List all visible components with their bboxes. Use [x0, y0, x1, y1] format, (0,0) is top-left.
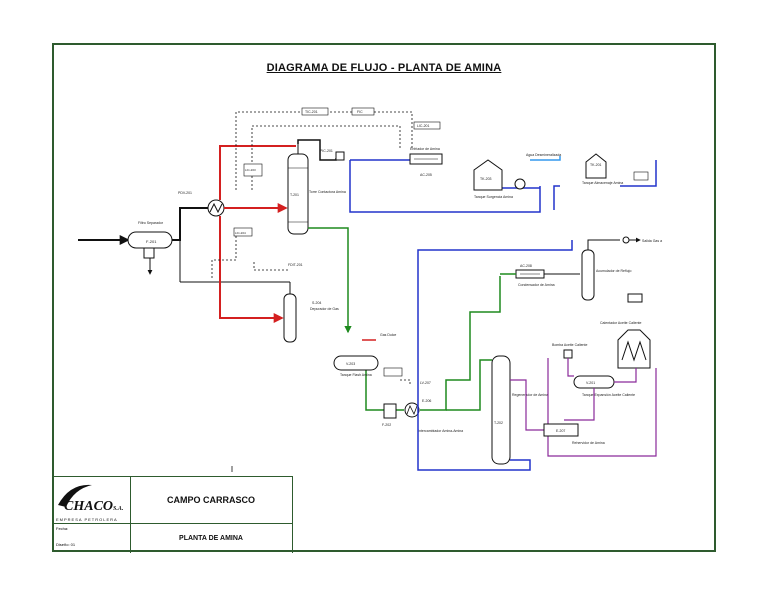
- company-tagline: EMPRESA PETROLERA: [56, 517, 118, 522]
- reboiler-label: E-207: [556, 429, 565, 433]
- gas-to-exchanger-line: PDV-201: [172, 191, 290, 283]
- flash-separator: S-204 Depurador de Gas: [283, 282, 339, 343]
- control-tags: TIC-201 FIC LIC-201 LIC-203 LIC-204 FDIT…: [233, 107, 441, 267]
- storage-desc: Tanque Surgencia Amina: [474, 195, 513, 199]
- regenerator-label: T-202: [494, 421, 503, 425]
- hot-oil-tank-desc: Tanque Expansión Aceite Caliente: [582, 393, 635, 397]
- gas-out-label: Salida Gas a: [642, 239, 662, 243]
- company-logo: CHACOS.A. EMPRESA PETROLERA: [52, 476, 131, 524]
- makeup-tank: TK-201 Tanque Almacenaje Amina: [582, 153, 649, 185]
- sweet-gas-out: Gas Dulce: [380, 333, 396, 337]
- hot-oil-tank-label: V-201: [586, 381, 595, 385]
- exchanger-desc: Intercambiador Amina-Amina: [418, 429, 463, 433]
- rich-amine-line: Gas Dulce: [308, 227, 501, 411]
- cooler-label: AC-205: [420, 173, 432, 177]
- company-name: CHACOS.A.: [64, 499, 123, 515]
- flash-sep-label: S-204: [312, 301, 321, 305]
- cooler-desc: Enfriador de Amina: [410, 147, 440, 151]
- flash-sep-desc: Depurador de Gas: [310, 307, 339, 311]
- condenser-desc: Condensador de Amina: [518, 283, 555, 287]
- lv-tag: LV-207: [420, 381, 431, 385]
- reflux-accumulator: Salida Gas a Acumulador de Reflujo: [581, 236, 662, 303]
- amine-filter: F-202: [382, 403, 397, 427]
- meta-date: Fecha:: [56, 526, 69, 531]
- hot-oil-label: Calentador Aceite Caliente: [600, 321, 641, 325]
- contactor-label: T-201: [290, 193, 299, 197]
- diagram-title: DIAGRAMA DE FLUJO - PLANTA DE AMINA: [266, 62, 502, 74]
- reboiler: E-207 Rehervidor de Amina: [543, 423, 605, 445]
- water-label: Agua Desmineralizada: [526, 153, 561, 157]
- company-suffix: S.A.: [113, 506, 124, 512]
- storage-label: TK-203: [480, 177, 492, 181]
- heating-circuit: [510, 358, 657, 457]
- makeup-label: TK-201: [590, 163, 602, 167]
- filter-label: F-202: [382, 423, 391, 427]
- meta-cell: Fecha: Diseño: 01: [52, 523, 131, 553]
- pic-tag: PIC-201: [320, 149, 333, 153]
- sep-f-label: F-201: [146, 239, 157, 244]
- reflux-condenser: AC-208 Condensador de Amina: [500, 264, 580, 287]
- makeup-desc: Tanque Almacenaje Amina: [582, 181, 623, 185]
- tic-tag: TIC-201: [305, 110, 318, 114]
- meta-design: Diseño: 01: [56, 542, 76, 547]
- sweet-gas-line: PIC-201: [297, 139, 345, 161]
- filter-separator-vessel: F-201 Filtro Separador: [127, 221, 173, 275]
- project-name: CAMPO CARRASCO: [130, 476, 293, 524]
- fdit-tag: FDIT-201: [288, 263, 303, 267]
- contactor-desc: Torre Contactora Amina: [309, 190, 346, 194]
- contactor-tower: T-201 Torre Contactora Amina: [287, 144, 346, 235]
- hot-oil-heater: Calentador Aceite Caliente: [600, 321, 651, 369]
- regenerator-desc: Regenerador de Amina: [512, 393, 548, 397]
- hot-oil-pump-label: Bomba Aceite Caliente: [552, 343, 587, 347]
- gas-exchanger: [207, 199, 225, 217]
- regenerator-tower: T-202 Regenerador de Amina: [491, 355, 548, 465]
- plant-name: PLANTA DE AMINA: [130, 523, 293, 553]
- amine-cooler: Enfriador de Amina AC-205: [409, 147, 443, 177]
- surge-tank: TK-203 Tanque Surgencia Amina Agua Desmi…: [473, 153, 561, 199]
- amine-exchanger: E-206 Intercambiador Amina-Amina LV-207: [404, 381, 463, 433]
- lic4-tag: LIC-204: [235, 231, 246, 235]
- sep-f-desc: Filtro Separador: [138, 221, 164, 225]
- reflux-label: Acumulador de Reflujo: [596, 269, 631, 273]
- flash-tank-label: V-203: [346, 362, 355, 366]
- flash-tank-desc: Tanque Flash Amina: [340, 373, 372, 377]
- lean-amine-line: [349, 159, 657, 471]
- control-loops: [211, 111, 413, 386]
- drawing-frame: [52, 43, 716, 552]
- lic3-tag: LIC-203: [245, 168, 256, 172]
- title-block: CHACOS.A. EMPRESA PETROLERA CAMPO CARRAS…: [52, 476, 293, 553]
- pdv-tag: PDV-201: [178, 191, 192, 195]
- exchanger-label: E-206: [422, 399, 431, 403]
- flash-tank: V-203 Tanque Flash Amina: [333, 355, 403, 377]
- fic-tag: FIC: [357, 110, 363, 114]
- lic-tag: LIC-201: [417, 124, 430, 128]
- condenser-label: AC-208: [520, 264, 532, 268]
- company-name-text: CHACO: [64, 499, 114, 514]
- reboiler-desc: Rehervidor de Amina: [572, 441, 605, 445]
- hot-gas-line: [219, 145, 376, 341]
- logo-swoosh-icon: [58, 484, 92, 507]
